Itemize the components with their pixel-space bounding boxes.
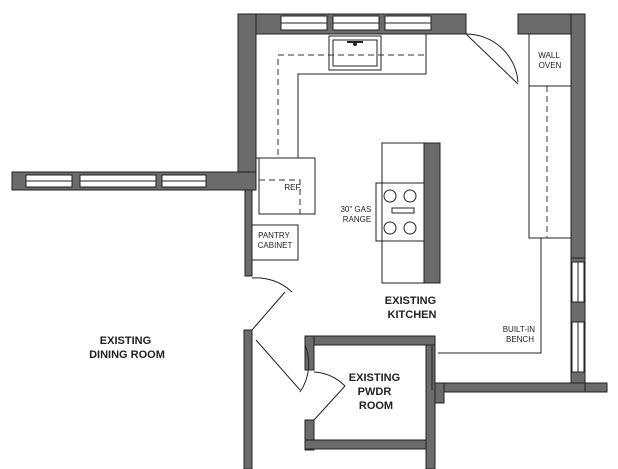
- dining-label: EXISTING DINING ROOM: [89, 335, 165, 361]
- pantry-cabinet: [251, 224, 299, 261]
- gas-range: [375, 182, 425, 242]
- wall-oven-label: WALL OVEN: [538, 51, 561, 70]
- pantry-label: PANTRY CABINET: [258, 231, 293, 250]
- gas-range-label: 30" GAS RANGE: [340, 205, 373, 224]
- doors: [251, 33, 519, 421]
- pwdr-label: EXISTING PWDR ROOM: [349, 372, 403, 412]
- counters: [251, 33, 572, 390]
- walls: [11, 13, 608, 469]
- windows: [25, 15, 585, 373]
- ref-label: REF.: [284, 183, 301, 192]
- room-labels: WALL OVEN REF. 30" GAS RANGE PANTRY CABI…: [89, 51, 561, 412]
- refrigerator: [258, 157, 316, 215]
- bench-label: BUILT-IN BENCH: [503, 325, 538, 344]
- kitchen-label: EXISTING KITCHEN: [385, 295, 439, 321]
- sink: [328, 35, 382, 71]
